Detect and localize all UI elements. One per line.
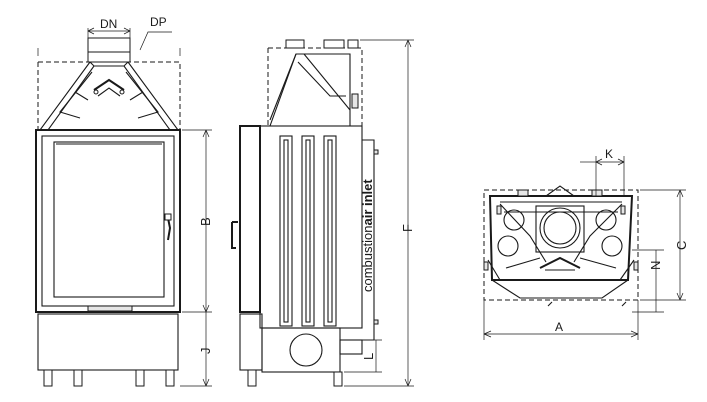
top-flue-frame [535, 205, 585, 253]
top-body [488, 195, 634, 281]
dim-label-f: F [400, 224, 415, 232]
rib [323, 135, 337, 327]
rib [279, 135, 293, 327]
side-door-edge [239, 125, 261, 313]
door-glass [53, 141, 165, 298]
svg-text:combustionair inlet: combustionair inlet [360, 179, 375, 292]
base [37, 313, 179, 371]
top-view: K C N A [483, 147, 689, 340]
dim-label-a: A [555, 320, 563, 334]
top-chevron-icon [545, 185, 575, 197]
dim-label-k: K [605, 147, 613, 161]
flue-collar [87, 37, 131, 63]
air-inlet-label: combustionair inlet [360, 179, 375, 292]
top-deflector [539, 256, 581, 269]
side-view: combustionair inlet F L [231, 39, 415, 387]
air-inlet-duct [289, 333, 323, 367]
hood [39, 61, 179, 131]
cladding-outline [37, 61, 181, 130]
foot [165, 369, 175, 387]
chevron-icon [93, 78, 125, 91]
foot [73, 369, 83, 387]
front-view: DN DP B J [35, 15, 213, 387]
dim-label-n: N [648, 261, 663, 270]
dim-label-dn: DN [100, 17, 117, 31]
rib [301, 135, 315, 327]
dim-label-dp: DP [150, 15, 167, 29]
air-inlet-emphasis: air inlet [360, 179, 375, 226]
side-cladding-outline [262, 47, 363, 127]
top-flue [539, 207, 581, 249]
foot [135, 369, 145, 387]
dim-label-j: J [198, 348, 213, 355]
side-handle [231, 221, 238, 249]
door-handle [167, 217, 172, 241]
door-frame [35, 129, 181, 313]
foot [43, 369, 53, 387]
dim-label-l: L [361, 353, 376, 360]
air-inlet-prefix: combustion [360, 226, 375, 292]
dim-label-b: B [198, 217, 213, 226]
top-cladding-outline [483, 189, 639, 301]
side-body [259, 125, 363, 329]
dim-label-c: C [674, 241, 689, 250]
